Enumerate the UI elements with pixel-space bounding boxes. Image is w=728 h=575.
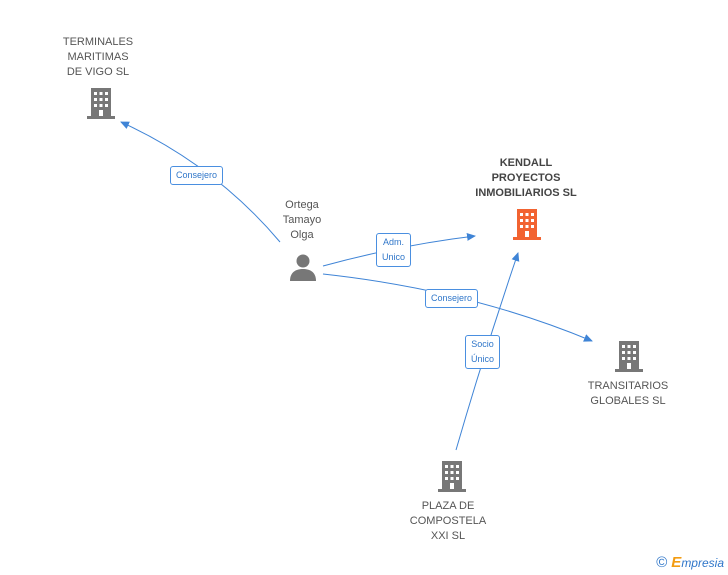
building-icon[interactable] — [613, 339, 645, 373]
edge-label-consejero-terminales[interactable]: Consejero — [170, 166, 224, 185]
edge-label-adm-unico[interactable]: Adm. Unico — [376, 233, 412, 267]
building-icon[interactable] — [85, 86, 117, 120]
node-label-ortega: Ortega Tamayo Olga — [282, 199, 322, 241]
node-label-terminales: TERMINALES MARITIMAS DE VIGO SL — [62, 36, 134, 78]
person-icon[interactable] — [288, 252, 318, 282]
building-icon[interactable] — [436, 459, 468, 493]
node-label-kendall: KENDALL PROYECTOS INMOBILIARIOS SL — [475, 157, 577, 199]
edge-label-consejero-transitarios[interactable]: Consejero — [425, 289, 479, 308]
building-icon[interactable] — [511, 207, 543, 241]
node-label-transitarios: TRANSITARIOS GLOBALES SL — [587, 380, 669, 407]
copyright-icon: © — [656, 554, 668, 571]
node-label-plaza: PLAZA DE COMPOSTELA XXI SL — [409, 500, 487, 542]
edge-label-socio-unico[interactable]: Socio Único — [465, 335, 501, 369]
brand-name: mpresia — [681, 555, 724, 570]
brand-logo-letter: E — [671, 554, 682, 571]
